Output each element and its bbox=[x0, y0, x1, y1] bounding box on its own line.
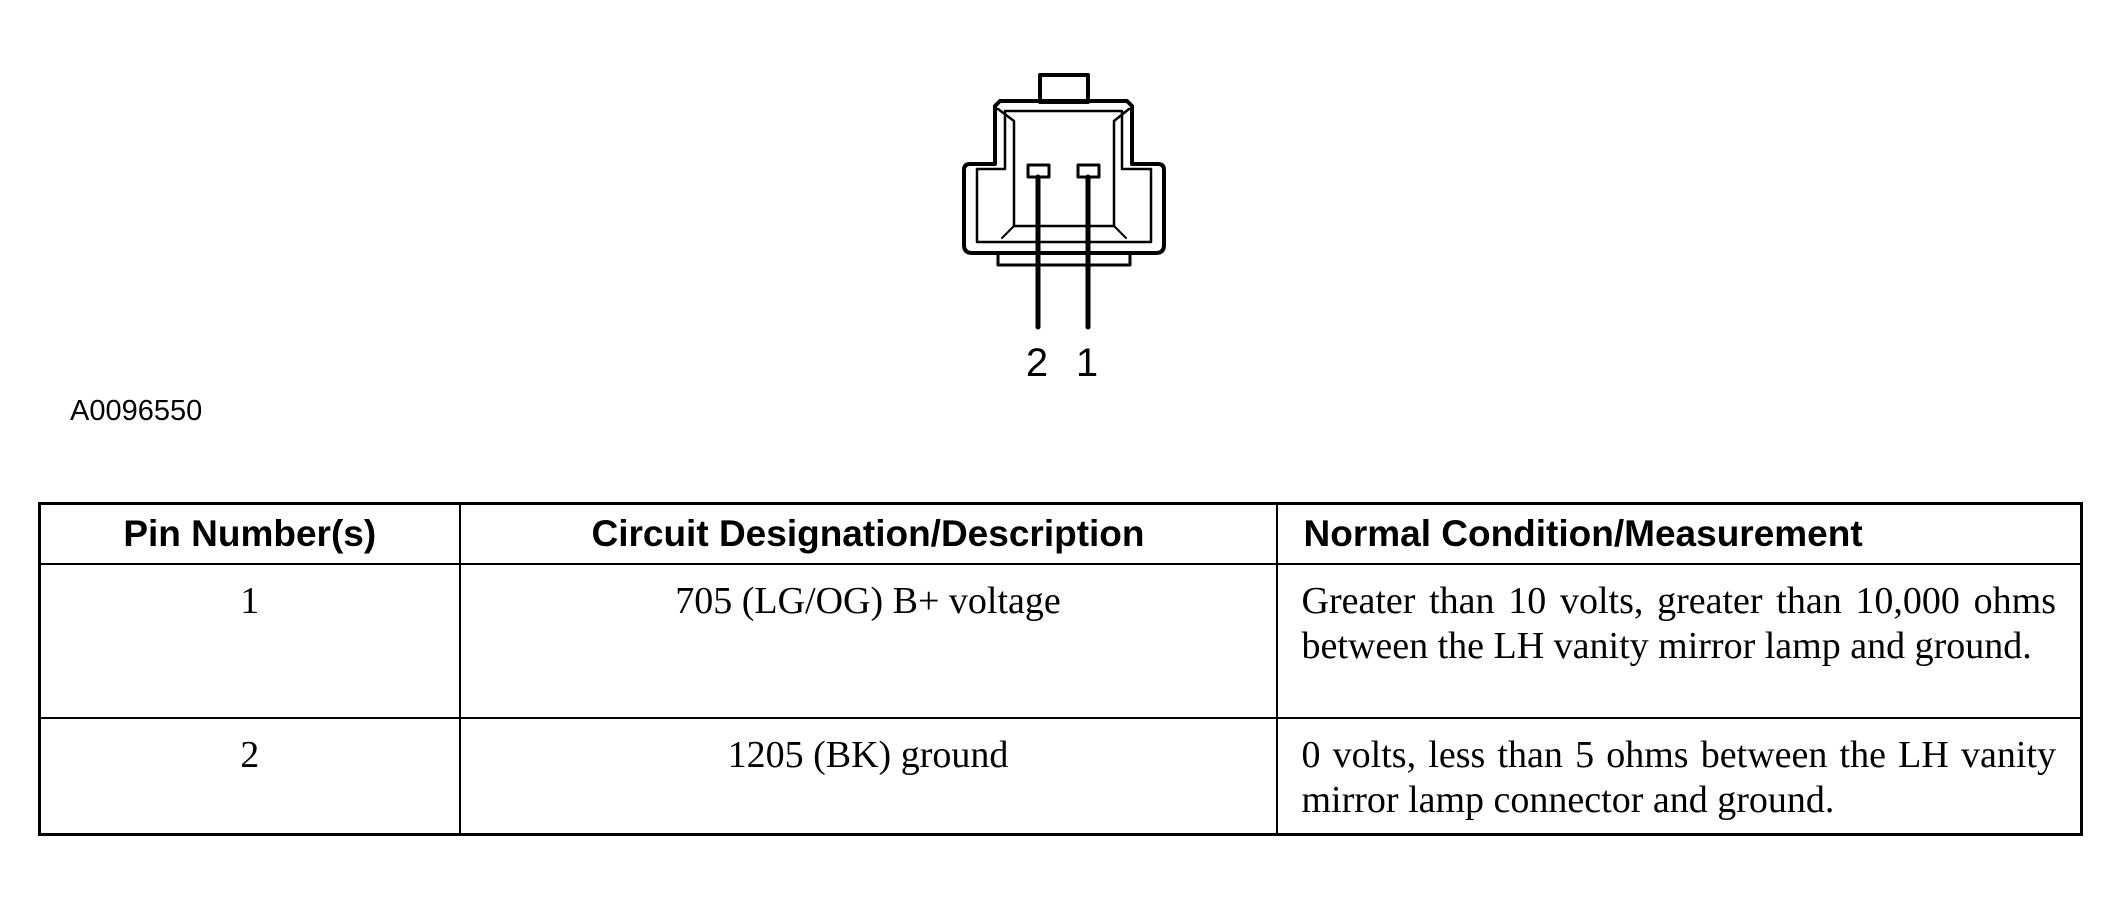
pin-table: Pin Number(s) Circuit Designation/Descri… bbox=[38, 502, 2083, 836]
pin-terminals bbox=[1026, 163, 1101, 330]
condition-cell: 0 volts, less than 5 ohms between the LH… bbox=[1275, 717, 2083, 836]
circuit-cell: 1205 (BK) ground bbox=[458, 717, 1278, 836]
header-pin-number: Pin Number(s) bbox=[38, 502, 461, 565]
pin-label-1: 1 bbox=[1076, 341, 1098, 385]
header-condition: Normal Condition/Measurement bbox=[1275, 502, 2083, 565]
pin-label-2: 2 bbox=[1026, 341, 1048, 385]
circuit-cell: 705 (LG/OG) B+ voltage bbox=[458, 563, 1278, 719]
table-row: 2 1205 (BK) ground 0 volts, less than 5 … bbox=[38, 717, 2083, 836]
condition-cell: Greater than 10 volts, greater than 10,0… bbox=[1275, 563, 2083, 719]
table-row: 1 705 (LG/OG) B+ voltage Greater than 10… bbox=[38, 563, 2083, 719]
figure-id: A0096550 bbox=[70, 395, 203, 427]
pin-cell: 1 bbox=[38, 563, 461, 719]
connector-diagram: 2 1 bbox=[962, 73, 1166, 385]
connector-housing bbox=[962, 73, 1166, 267]
pin-cell: 2 bbox=[38, 717, 461, 836]
table-header-row: Pin Number(s) Circuit Designation/Descri… bbox=[38, 502, 2083, 565]
header-circuit: Circuit Designation/Description bbox=[458, 502, 1278, 565]
